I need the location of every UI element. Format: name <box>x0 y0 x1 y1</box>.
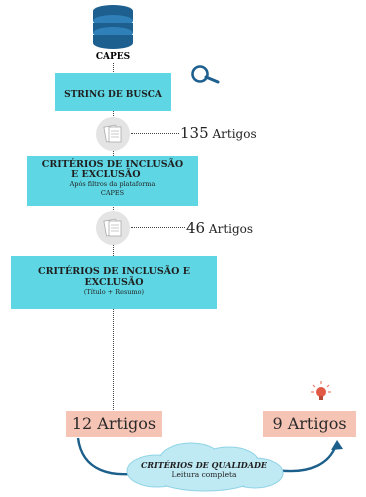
result-12-articles: 12 Artigos <box>66 411 162 437</box>
quality-criteria-title: CRITÉRIOS DE QUALIDADE <box>140 460 267 470</box>
lightbulb-icon <box>309 380 333 404</box>
step2-subtitle-line1: Após filtros da plataforma <box>69 180 156 188</box>
step3-title-line2: EXCLUSÃO <box>84 277 144 288</box>
step2-title-line2: E EXCLUSÃO <box>71 169 141 180</box>
magnifier-icon <box>190 64 220 88</box>
step3-subtitle: (Título + Resumo) <box>83 288 145 296</box>
database-icon <box>92 4 134 50</box>
quality-criteria-subtitle: Leitura completa <box>171 470 237 479</box>
article-count-46: 46 Artigos <box>186 219 254 237</box>
search-string-title: STRING DE BUSCA <box>64 90 162 100</box>
step2-subtitle-line2: CAPES <box>100 189 125 197</box>
inclusion-exclusion-platform-box: CRITÉRIOS DE INCLUSÃO E EXCLUSÃO Após fi… <box>27 156 198 206</box>
database-label: CAPES <box>95 52 131 62</box>
document-icon <box>96 211 130 245</box>
count-connector <box>131 227 185 228</box>
document-icon <box>96 117 130 151</box>
step3-title-line1: CRITÉRIOS DE INCLUSÃO E <box>38 266 190 277</box>
search-string-box: STRING DE BUSCA <box>55 73 171 111</box>
quality-criteria-cloud <box>121 441 287 493</box>
result-9-articles: 9 Artigos <box>263 411 356 437</box>
step2-title-line1: CRITÉRIOS DE INCLUSÃO <box>41 159 184 170</box>
article-count-135: 135 Artigos <box>180 124 257 142</box>
count-connector <box>131 133 179 134</box>
inclusion-exclusion-title-abstract-box: CRITÉRIOS DE INCLUSÃO E EXCLUSÃO (Título… <box>11 256 217 309</box>
